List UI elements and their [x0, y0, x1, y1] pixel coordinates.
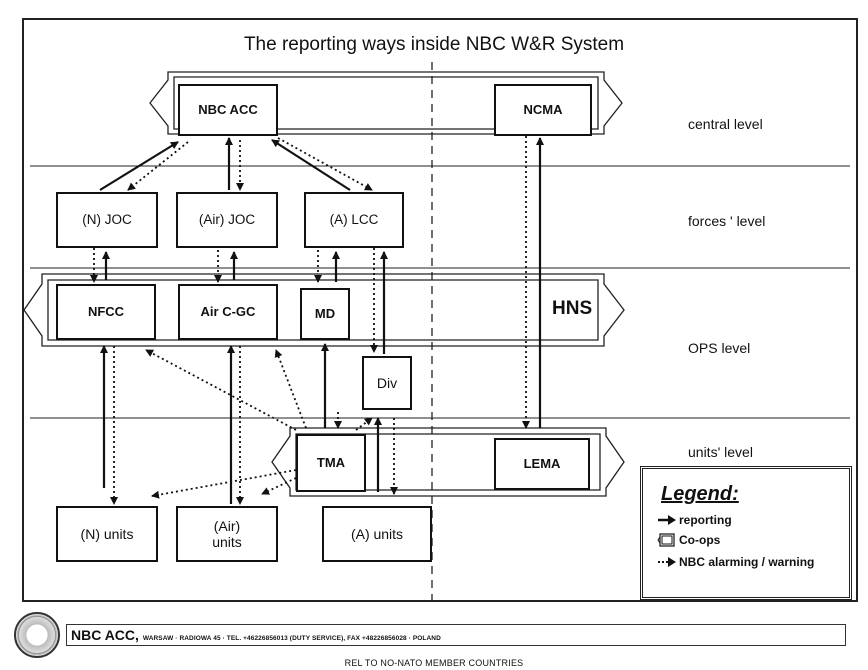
- arrow-alarm: [274, 349, 307, 429]
- level-central: central level: [688, 116, 763, 132]
- legend-item-coops: Co-ops: [657, 533, 720, 547]
- arrow-alarm: [151, 469, 297, 499]
- seal-emblem: [14, 612, 60, 658]
- node-a-units: (A) units: [322, 506, 432, 562]
- node-ncma: NCMA: [494, 84, 592, 136]
- node-n-joc: (N) JOC: [56, 192, 158, 248]
- legend-label-alarming: NBC alarming / warning: [679, 555, 815, 569]
- hns-label: HNS: [552, 298, 593, 319]
- legend-item-alarming: NBC alarming / warning: [657, 555, 814, 569]
- footer-bar: NBC ACC, WARSAW · RADIOWA 45 · TEL. +462…: [66, 624, 846, 646]
- node-div: Div: [362, 356, 412, 410]
- coops-box-icon: [657, 533, 675, 547]
- dotted-arrow-icon: [658, 557, 676, 567]
- node-air-cgc: Air C-GC: [178, 284, 278, 340]
- node-md: MD: [300, 288, 350, 340]
- arrow-alarm: [261, 477, 297, 495]
- arrow-alarm: [355, 417, 373, 431]
- level-forces: forces ' level: [688, 213, 766, 229]
- node-n-units: (N) units: [56, 506, 158, 562]
- footer-details: WARSAW · RADIOWA 45 · TEL. +46226856013 …: [142, 635, 441, 642]
- footer-org: NBC ACC,: [71, 627, 139, 643]
- legend-label-coops: Co-ops: [679, 533, 721, 547]
- node-air-joc: (Air) JOC: [176, 192, 278, 248]
- arrow-alarm: [277, 137, 373, 191]
- coops-bar-ops: [23, 273, 625, 347]
- legend-label-reporting: reporting: [679, 513, 732, 527]
- node-nfcc: NFCC: [56, 284, 156, 340]
- diagram-title: The reporting ways inside NBC W&R System: [243, 34, 625, 55]
- coops-bar-central: [149, 71, 623, 135]
- node-a-lcc: (A) LCC: [304, 192, 404, 248]
- node-lema: LEMA: [494, 438, 590, 490]
- arrow-alarm: [145, 349, 297, 431]
- arrow-report: [99, 141, 179, 191]
- arrow-report: [271, 139, 351, 191]
- footer-text: NBC ACC, WARSAW · RADIOWA 45 · TEL. +462…: [71, 627, 441, 643]
- legend-title: Legend:: [661, 483, 739, 505]
- legend: Legend: reporting Co-ops NBC alarming / …: [640, 466, 852, 600]
- release-marking: REL TO NO-NATO MEMBER COUNTRIES: [344, 658, 524, 668]
- legend-item-reporting: reporting: [657, 513, 732, 527]
- node-tma: TMA: [296, 434, 366, 492]
- level-ops: OPS level: [688, 340, 751, 356]
- level-units: units' level: [688, 444, 753, 460]
- solid-arrow-icon: [658, 515, 676, 525]
- node-air-units: (Air) units: [176, 506, 278, 562]
- node-nbc-acc: NBC ACC: [178, 84, 278, 136]
